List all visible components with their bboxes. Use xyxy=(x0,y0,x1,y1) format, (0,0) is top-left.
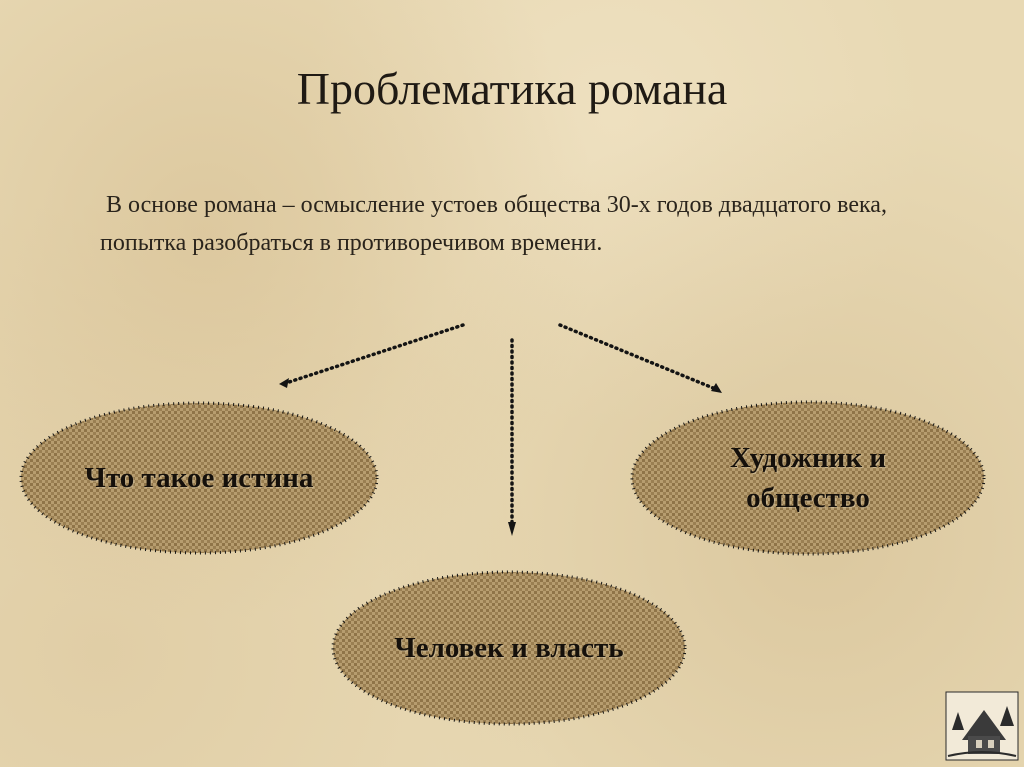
arrowhead-center-icon xyxy=(508,522,516,536)
house-logo-icon xyxy=(945,691,1019,761)
node-label-man-power: Человек и власть xyxy=(394,632,624,664)
arrowhead-left-icon xyxy=(279,378,289,388)
intro-text: В основе романа – осмысление устоев обще… xyxy=(100,192,887,256)
connector-left xyxy=(281,323,465,386)
connector-right xyxy=(558,323,720,392)
arrowhead-right-icon xyxy=(711,383,722,393)
ellipse-left xyxy=(19,401,379,555)
ellipse-right xyxy=(630,400,986,556)
ellipse-bottom xyxy=(331,570,687,726)
node-label-truth: Что такое истина xyxy=(84,462,314,494)
node-label-artist-society: Художник и общество xyxy=(729,442,887,514)
slide-title: Проблематика романа xyxy=(296,63,728,114)
